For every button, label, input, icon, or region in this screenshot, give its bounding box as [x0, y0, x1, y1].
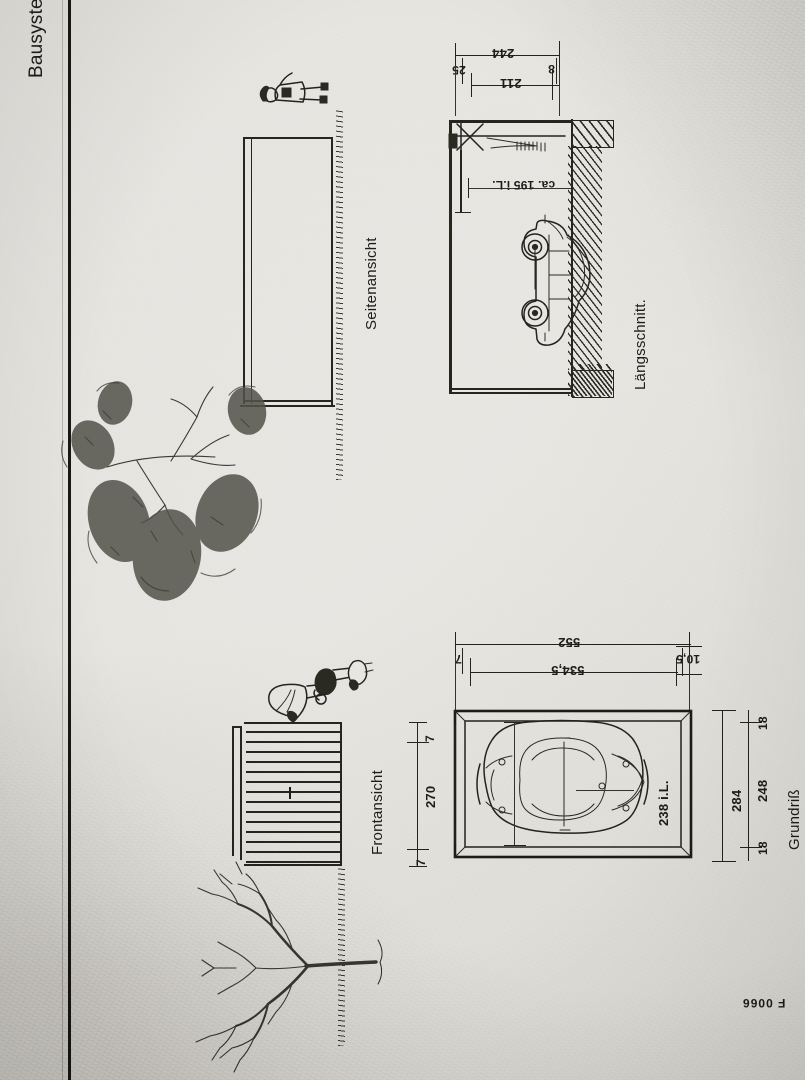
dimline-238 [514, 722, 515, 846]
dimline-8 [556, 58, 558, 84]
dimline-270 [417, 742, 419, 850]
dimtext-8: 8 [548, 62, 555, 76]
dimtext-244: 244 [492, 46, 515, 61]
dimline-18-top [748, 710, 750, 724]
dimtext-ca-195: ca. 195 i.L. [492, 178, 556, 192]
terrain-grass-seitenansicht [336, 110, 343, 480]
dimtick-105-a [676, 646, 702, 648]
dimline-284 [722, 710, 724, 862]
ext-line-b [559, 68, 560, 116]
person-standing-icon [259, 72, 329, 104]
dimtext-248: 248 [755, 779, 770, 802]
front-left-jamb-inner [240, 726, 243, 860]
dimline-18-bottom [748, 847, 750, 861]
bare-tree-icon [195, 861, 383, 1073]
soil-hatch-wall [568, 146, 602, 370]
terrain-grass-frontansicht [338, 866, 345, 1046]
dim-leader-238 [576, 790, 634, 791]
dimtext-534-5: 534,5 [551, 663, 585, 678]
dimtick-238-b [504, 845, 526, 847]
dimtick-284-b [712, 861, 736, 863]
door-handle-icon [289, 787, 292, 799]
soil-edge-line [571, 119, 573, 397]
label-grundriss: Grundriß [786, 789, 803, 850]
front-jamb-cap [232, 726, 242, 728]
dimtext-284: 284 [729, 789, 744, 812]
dimtext-552: 552 [558, 635, 581, 650]
dimtick-270-a [407, 742, 429, 744]
door-track-detail [448, 121, 572, 157]
dimtick-5345-a [470, 658, 472, 686]
dimtext-270: 270 [423, 785, 438, 808]
dimtick-244-b [559, 41, 561, 71]
dimtext-front-7-bottom: 7 [414, 859, 428, 866]
dimtext-211: 211 [500, 76, 522, 91]
vw-beetle-side-icon [521, 214, 591, 346]
floor-slab-hatch [568, 364, 612, 396]
tree-with-foliage-icon [61, 381, 267, 601]
side-wall-rear [331, 137, 334, 407]
dimtext-grund-7: 7 [455, 652, 462, 666]
front-right-jamb [340, 722, 343, 866]
label-laengsschnitt: Längsschnitt. [632, 299, 649, 390]
label-frontansicht: Frontansicht [369, 770, 386, 855]
dimtick-238-a [504, 722, 526, 724]
dimtick-front7top [409, 722, 427, 724]
side-roof-line [243, 137, 333, 140]
ext-line-a [455, 66, 456, 116]
dimtick-211-a [471, 73, 473, 97]
ext-line-plan-a [455, 656, 456, 712]
dimline-front-7-top [417, 722, 419, 742]
soil-hatch-top-block [572, 120, 614, 148]
dimtext-18-top: 18 [756, 716, 770, 730]
sheet-header-label: Bausyste [26, 0, 47, 78]
sheet-footer-code: F 0066 [742, 996, 786, 1010]
label-seitenansicht: Seitenansicht [363, 237, 380, 330]
dimtick-ca195-a [468, 178, 470, 198]
dimline-grund-7 [462, 648, 464, 674]
dimtick-front7bot [409, 866, 427, 868]
dimtext-18-bottom: 18 [756, 841, 770, 855]
dimline-248 [748, 722, 750, 848]
dimtick-284-a [712, 710, 736, 712]
ext-line-plan-b [689, 656, 690, 712]
dimtext-238: 238 i.L. [656, 780, 671, 826]
dimtext-front-7-top: 7 [423, 735, 437, 742]
section-floor-base [449, 392, 571, 394]
family-group-icon [268, 659, 374, 723]
front-left-jamb [232, 728, 235, 856]
vw-beetle-top-icon [476, 719, 649, 834]
